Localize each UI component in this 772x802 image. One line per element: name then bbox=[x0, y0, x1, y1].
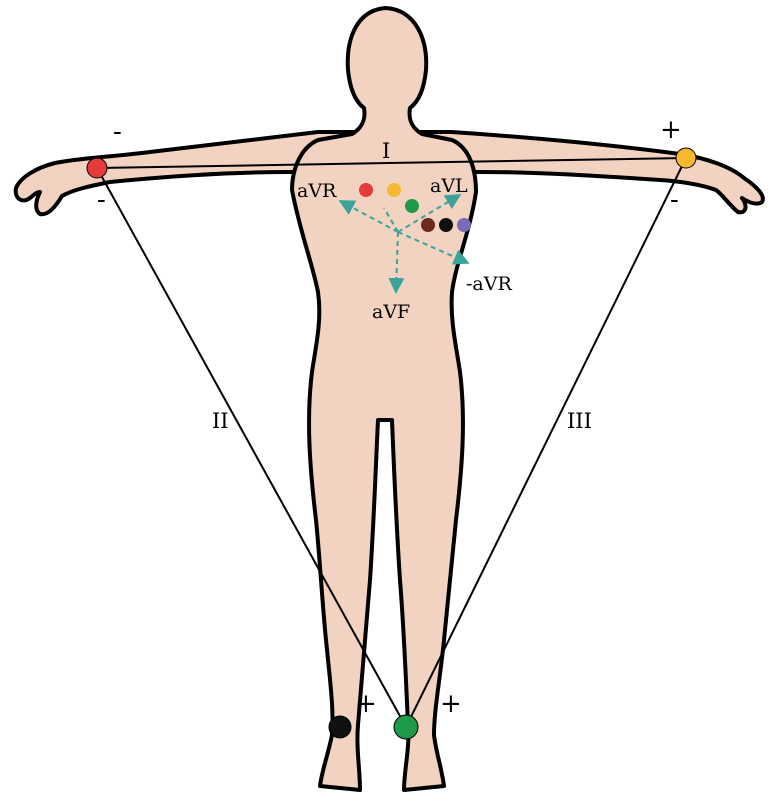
left-leg-sign: + bbox=[440, 689, 462, 719]
chest-electrode-v2 bbox=[387, 183, 401, 197]
right-arm-electrode bbox=[87, 158, 107, 178]
right-arm-top-sign: - bbox=[113, 117, 122, 147]
lead-II-label: II bbox=[212, 409, 229, 433]
lead-III-label: III bbox=[567, 409, 592, 433]
torso-and-legs bbox=[292, 8, 476, 790]
lead-I-label: I bbox=[382, 139, 390, 163]
chest-electrode-v6 bbox=[457, 218, 471, 232]
aVR-label: aVR bbox=[297, 180, 337, 202]
right-arm-bottom-sign: - bbox=[97, 185, 106, 215]
left-arm-electrode bbox=[676, 148, 696, 168]
right-leg-electrode bbox=[329, 716, 351, 738]
left-arm-top-sign: + bbox=[660, 115, 682, 145]
chest-electrode-v4 bbox=[421, 218, 435, 232]
chest-electrode-v1 bbox=[359, 183, 373, 197]
chest-electrode-v3 bbox=[405, 199, 419, 213]
left-leg-electrode bbox=[394, 715, 418, 739]
right-leg-sign: + bbox=[355, 689, 377, 719]
chest-electrode-v5 bbox=[439, 218, 453, 232]
aVF-label: aVF bbox=[372, 301, 410, 323]
body-silhouette bbox=[16, 8, 763, 790]
left-arm-bottom-sign: - bbox=[670, 185, 679, 215]
neg-aVR-label: -aVR bbox=[466, 273, 512, 295]
aVL-label: aVL bbox=[430, 175, 468, 197]
